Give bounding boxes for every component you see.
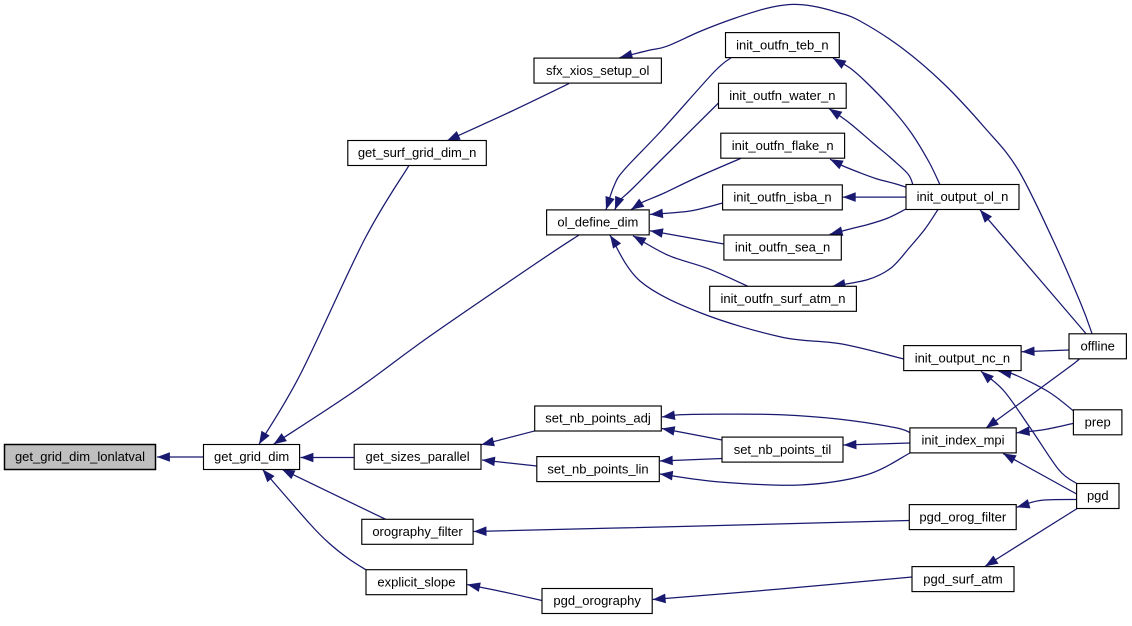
svg-text:sfx_xios_setup_ol: sfx_xios_setup_ol xyxy=(546,63,649,78)
svg-text:init_index_mpi: init_index_mpi xyxy=(921,433,1004,448)
svg-text:get_surf_grid_dim_n: get_surf_grid_dim_n xyxy=(358,145,477,160)
svg-text:init_outfn_flake_n: init_outfn_flake_n xyxy=(732,138,834,153)
svg-text:ol_define_dim: ol_define_dim xyxy=(557,215,638,230)
svg-text:explicit_slope: explicit_slope xyxy=(377,574,455,589)
svg-text:init_outfn_sea_n: init_outfn_sea_n xyxy=(735,240,830,255)
svg-text:set_nb_points_adj: set_nb_points_adj xyxy=(545,411,651,426)
svg-text:init_outfn_isba_n: init_outfn_isba_n xyxy=(733,190,831,205)
svg-text:set_nb_points_lin: set_nb_points_lin xyxy=(547,461,648,476)
svg-text:init_outfn_teb_n: init_outfn_teb_n xyxy=(736,37,829,52)
svg-text:get_grid_dim_lonlatval: get_grid_dim_lonlatval xyxy=(15,449,145,464)
svg-text:pgd: pgd xyxy=(1087,488,1109,503)
svg-text:get_grid_dim: get_grid_dim xyxy=(214,449,289,464)
svg-text:pgd_orography: pgd_orography xyxy=(553,593,641,608)
svg-text:orography_filter: orography_filter xyxy=(372,524,463,539)
svg-text:init_output_ol_n: init_output_ol_n xyxy=(917,189,1009,204)
svg-text:init_outfn_water_n: init_outfn_water_n xyxy=(729,88,835,103)
svg-text:pgd_orog_filter: pgd_orog_filter xyxy=(919,509,1006,524)
svg-text:pgd_surf_atm: pgd_surf_atm xyxy=(923,571,1003,586)
svg-text:init_outfn_surf_atm_n: init_outfn_surf_atm_n xyxy=(720,291,845,306)
svg-text:init_output_nc_n: init_output_nc_n xyxy=(915,350,1010,365)
svg-text:get_sizes_parallel: get_sizes_parallel xyxy=(366,449,470,464)
svg-text:offline: offline xyxy=(1080,339,1114,354)
svg-text:prep: prep xyxy=(1085,415,1111,430)
svg-text:set_nb_points_til: set_nb_points_til xyxy=(734,442,832,457)
